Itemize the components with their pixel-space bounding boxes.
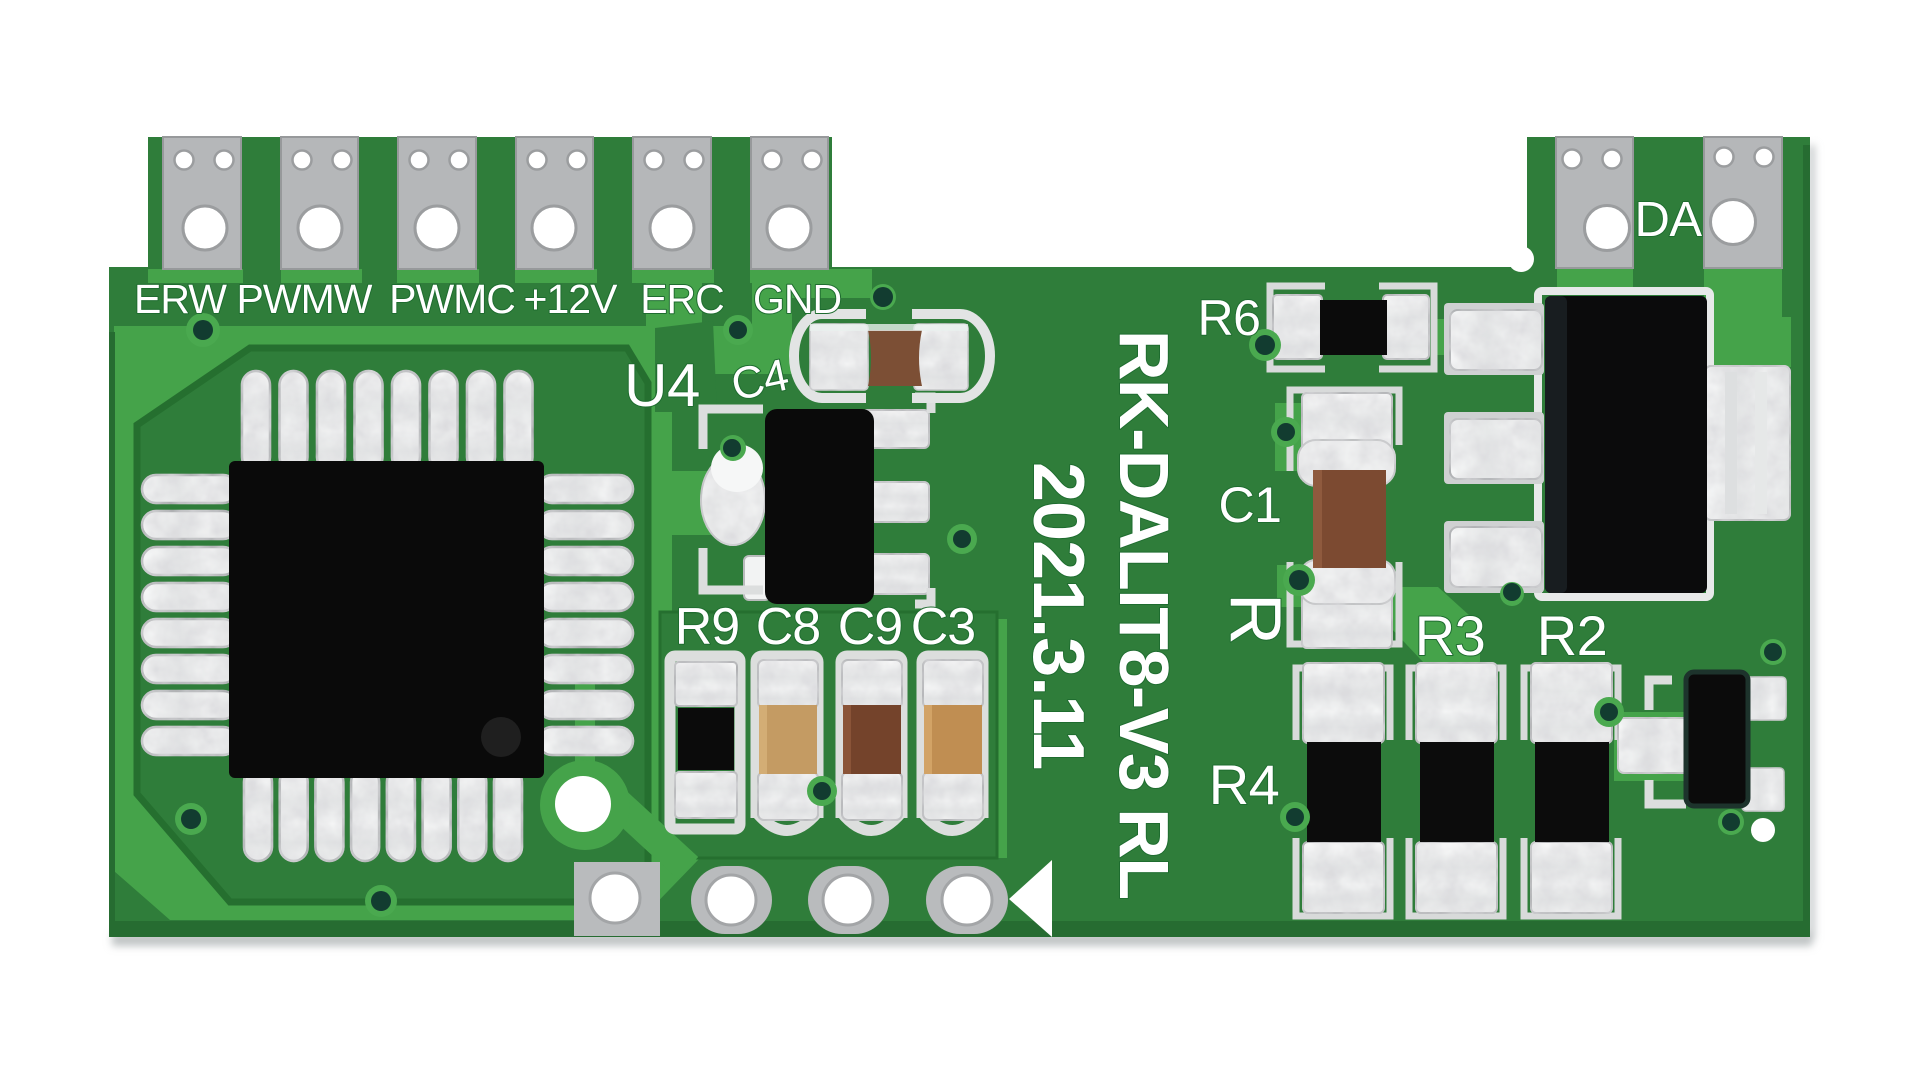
svg-text:R3: R3 [1415, 604, 1486, 667]
svg-text:C9: C9 [838, 598, 902, 656]
svg-text:DA: DA [1634, 193, 1702, 247]
svg-text:R6: R6 [1198, 290, 1261, 346]
svg-text:R9: R9 [675, 598, 739, 656]
svg-text:R4: R4 [1209, 753, 1280, 816]
svg-text:PWMC: PWMC [389, 276, 515, 322]
svg-text:C1: C1 [1219, 477, 1282, 533]
svg-text:+12V: +12V [524, 276, 619, 322]
svg-text:ERW: ERW [134, 276, 227, 322]
svg-text:C3: C3 [911, 598, 975, 656]
svg-text:GND: GND [753, 276, 841, 322]
svg-text:PWMW: PWMW [237, 276, 373, 322]
svg-text:R: R [1215, 593, 1295, 645]
svg-text:R2: R2 [1537, 604, 1608, 667]
svg-text:RK-DALIT8-V3 RL: RK-DALIT8-V3 RL [1105, 330, 1183, 899]
svg-text:ERC: ERC [640, 276, 724, 322]
svg-text:2021.3.11: 2021.3.11 [1018, 462, 1098, 769]
svg-text:C8: C8 [756, 598, 820, 656]
svg-text:U4: U4 [624, 352, 700, 419]
svg-text:C4: C4 [727, 349, 793, 411]
